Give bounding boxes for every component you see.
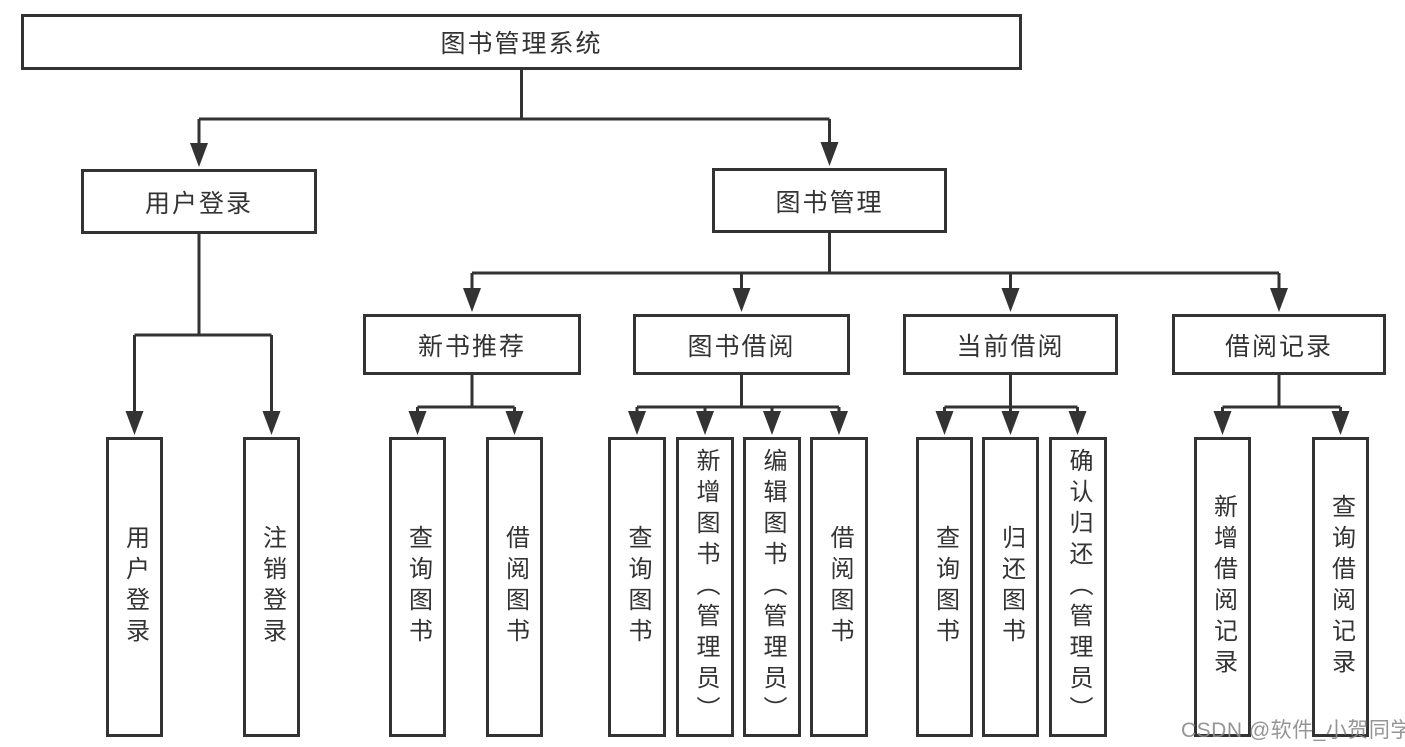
node-library-management-system: 图书管理系统 bbox=[21, 14, 1022, 70]
arrowhead bbox=[463, 288, 481, 312]
node-book-borrow: 图书借阅 bbox=[633, 314, 850, 375]
connector-new-book-recommend bbox=[416, 375, 516, 411]
arrowhead bbox=[1068, 411, 1087, 435]
leaf-logout: 注销登录 bbox=[243, 437, 300, 737]
arrowhead bbox=[830, 411, 848, 435]
arrowhead bbox=[505, 411, 524, 435]
leaf-query-books-current: 查询图书 bbox=[916, 437, 973, 737]
arrowhead bbox=[1213, 411, 1232, 435]
leaf-add-books-admin: 新增图书（管理员） bbox=[676, 437, 734, 737]
arrowhead bbox=[1270, 288, 1288, 312]
leaf-borrow-books: 借阅图书 bbox=[810, 437, 868, 737]
node-book-management: 图书管理 bbox=[712, 168, 947, 233]
node-current-borrow: 当前借阅 bbox=[903, 314, 1118, 375]
csdn-watermark: CSDN @软件_小贺同学 bbox=[1181, 719, 1405, 742]
connector-user-login bbox=[133, 234, 273, 411]
leaf-confirm-return-admin: 确认归还（管理员） bbox=[1049, 437, 1107, 737]
leaf-add-borrow-record: 新增借阅记录 bbox=[1194, 437, 1251, 737]
leaf-edit-books-admin: 编辑图书（管理员） bbox=[743, 437, 801, 737]
connector-book-borrow bbox=[635, 375, 841, 411]
arrowhead bbox=[1001, 288, 1020, 312]
leaf-user-login: 用户登录 bbox=[106, 437, 163, 737]
arrowhead bbox=[820, 142, 839, 166]
arrowhead bbox=[262, 411, 281, 435]
leaf-borrow-books-recommend: 借阅图书 bbox=[486, 437, 543, 737]
leaf-return-books: 归还图书 bbox=[982, 437, 1039, 737]
arrowhead bbox=[935, 411, 954, 435]
node-user-login: 用户登录 bbox=[81, 169, 317, 234]
leaf-query-borrow-record: 查询借阅记录 bbox=[1312, 437, 1369, 737]
arrowhead bbox=[763, 411, 781, 435]
node-new-book-recommend: 新书推荐 bbox=[363, 314, 581, 375]
leaf-query-books-borrow: 查询图书 bbox=[608, 437, 666, 737]
arrowhead bbox=[408, 411, 427, 435]
arrowhead bbox=[125, 411, 144, 435]
arrowhead bbox=[696, 411, 714, 435]
arrowhead bbox=[628, 411, 646, 435]
arrowhead bbox=[1001, 411, 1020, 435]
connector-borrow-records bbox=[1221, 375, 1342, 411]
leaf-query-books-recommend: 查询图书 bbox=[389, 437, 446, 737]
arrowhead bbox=[732, 288, 751, 312]
arrowhead bbox=[190, 143, 208, 167]
arrowhead bbox=[1331, 411, 1350, 435]
connector-book-management bbox=[470, 233, 1281, 288]
connector-root-to-level2 bbox=[197, 70, 831, 143]
connector-current-borrow bbox=[943, 375, 1079, 411]
node-borrow-records: 借阅记录 bbox=[1172, 314, 1386, 375]
